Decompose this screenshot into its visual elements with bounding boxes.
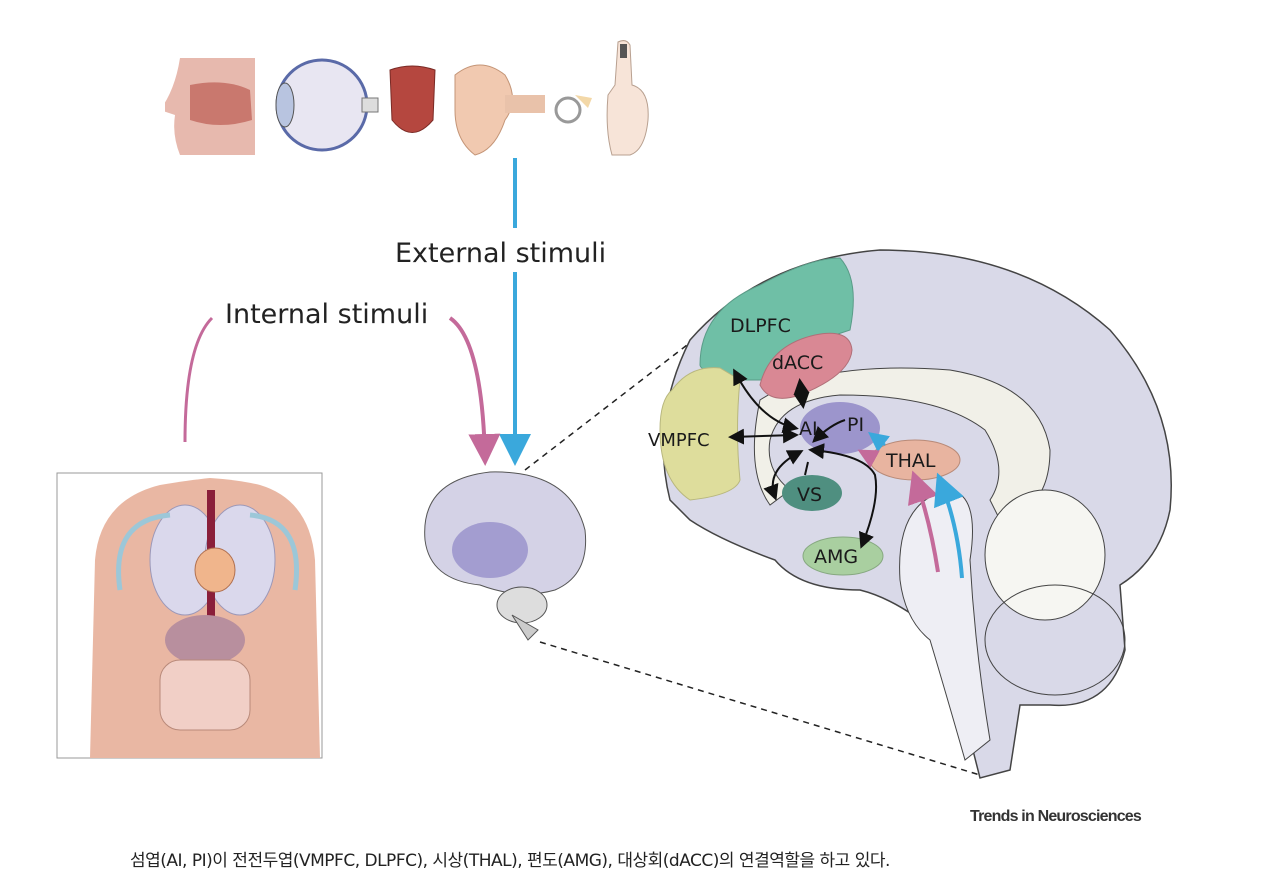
finger-icon xyxy=(606,40,649,156)
external-stimuli-label: External stimuli xyxy=(395,238,606,269)
label-pi: PI xyxy=(847,414,864,436)
tongue-icon xyxy=(389,65,436,133)
zoom-line-bottom xyxy=(539,641,981,776)
thal-pi-arrow-blue xyxy=(868,431,890,453)
source-credit: Trends in Neurosciences xyxy=(970,808,1142,825)
thal-pi-arrow-pink xyxy=(857,449,880,468)
figure-caption: 섬엽(AI, PI)이 전전두엽(VMPFC, DLPFC), 시상(THAL)… xyxy=(130,851,890,871)
ear-icon xyxy=(454,64,592,156)
small-brain-illustration xyxy=(424,471,587,641)
label-amg: AMG xyxy=(814,546,858,568)
label-dacc: dACC xyxy=(772,352,823,374)
body-organs-illustration xyxy=(56,472,323,759)
connection-arrows xyxy=(728,368,878,549)
label-vs: VS xyxy=(797,484,822,506)
internal-line xyxy=(183,316,214,443)
region-vmpfc xyxy=(659,367,741,501)
zoom-line-top xyxy=(524,334,701,471)
label-thal: THAL xyxy=(885,450,936,472)
nose-icon xyxy=(160,58,255,155)
internal-arrow xyxy=(448,316,501,466)
label-ai: AI xyxy=(799,418,818,440)
internal-stimuli-label: Internal stimuli xyxy=(225,299,428,330)
label-dlpfc: DLPFC xyxy=(730,315,791,337)
ascending-arrow-blue xyxy=(934,472,964,579)
ascending-arrow-pink xyxy=(908,470,940,573)
label-vmpfc: VMPFC xyxy=(648,430,710,451)
eye-icon xyxy=(275,58,379,152)
